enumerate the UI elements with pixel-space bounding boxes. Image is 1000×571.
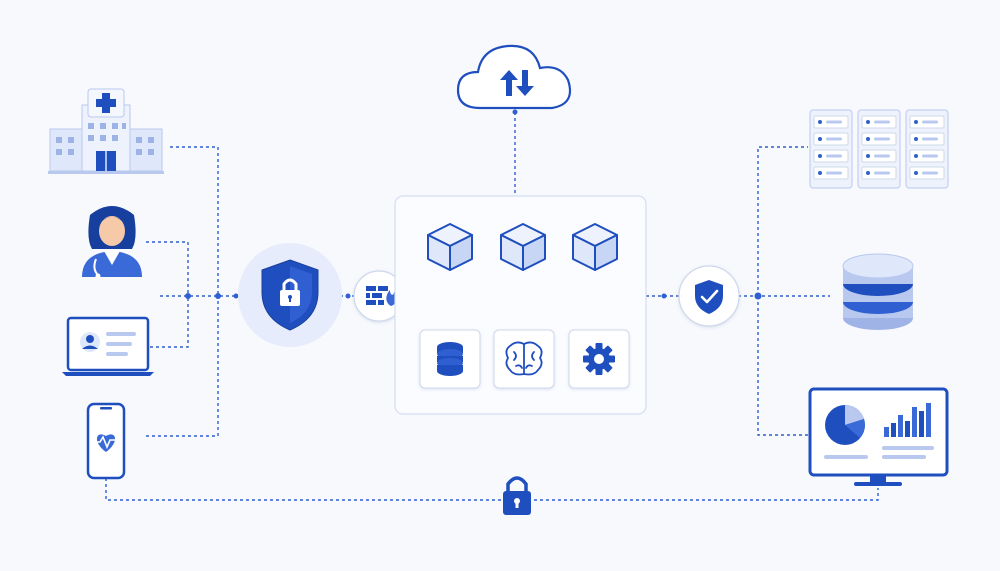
connector-bottom-loop bbox=[105, 478, 879, 501]
connector-server bbox=[757, 146, 808, 296]
connector-mobile bbox=[146, 296, 219, 437]
dashboard-bar bbox=[884, 427, 889, 437]
brain-icon bbox=[505, 341, 543, 376]
server-unit bbox=[809, 109, 853, 189]
junction-dots bbox=[185, 109, 762, 300]
service-config-box bbox=[568, 329, 630, 389]
junction-dot bbox=[345, 293, 351, 299]
dashboard-bar bbox=[926, 403, 931, 437]
service-database-box bbox=[419, 329, 481, 389]
dashboard-bar bbox=[891, 423, 896, 437]
doctor-icon bbox=[82, 206, 142, 279]
encrypted-link-lock-icon bbox=[503, 476, 531, 515]
server-rack-icon bbox=[809, 109, 949, 189]
firewall-icon bbox=[353, 270, 405, 322]
top-modules bbox=[427, 223, 618, 271]
connector-dashboard bbox=[757, 296, 808, 436]
security-shield-icon bbox=[238, 243, 342, 347]
cube-icon bbox=[427, 223, 473, 271]
connector-laptop bbox=[150, 296, 189, 348]
junction-dot bbox=[754, 292, 762, 300]
cube-icon bbox=[500, 223, 546, 271]
server-unit bbox=[857, 109, 901, 189]
dashboard-bars bbox=[884, 403, 931, 437]
mobile-health-app-icon bbox=[86, 402, 126, 480]
database-icon bbox=[437, 342, 463, 376]
junction-dot bbox=[512, 109, 518, 115]
connector-hospital bbox=[170, 146, 219, 296]
cloud-sync-icon bbox=[456, 44, 572, 110]
server-unit bbox=[905, 109, 949, 189]
service-ai-box bbox=[493, 329, 555, 389]
patient-portal-laptop-icon bbox=[62, 316, 154, 376]
junction-dot bbox=[233, 293, 239, 299]
dashboard-bar bbox=[898, 415, 903, 437]
verified-shield-icon bbox=[678, 265, 740, 327]
gear-icon bbox=[583, 343, 615, 375]
junction-dot bbox=[215, 293, 221, 299]
dashboard-bar bbox=[912, 407, 917, 437]
junction-dot bbox=[661, 293, 667, 299]
junction-dot bbox=[185, 293, 191, 299]
analytics-dashboard-icon bbox=[808, 387, 949, 486]
dashboard-bar bbox=[905, 421, 910, 437]
cube-icon bbox=[572, 223, 618, 271]
dashboard-bar bbox=[919, 411, 924, 437]
connector-doctor bbox=[146, 241, 189, 296]
database-storage-icon bbox=[842, 253, 914, 330]
hospital-icon bbox=[48, 88, 164, 174]
